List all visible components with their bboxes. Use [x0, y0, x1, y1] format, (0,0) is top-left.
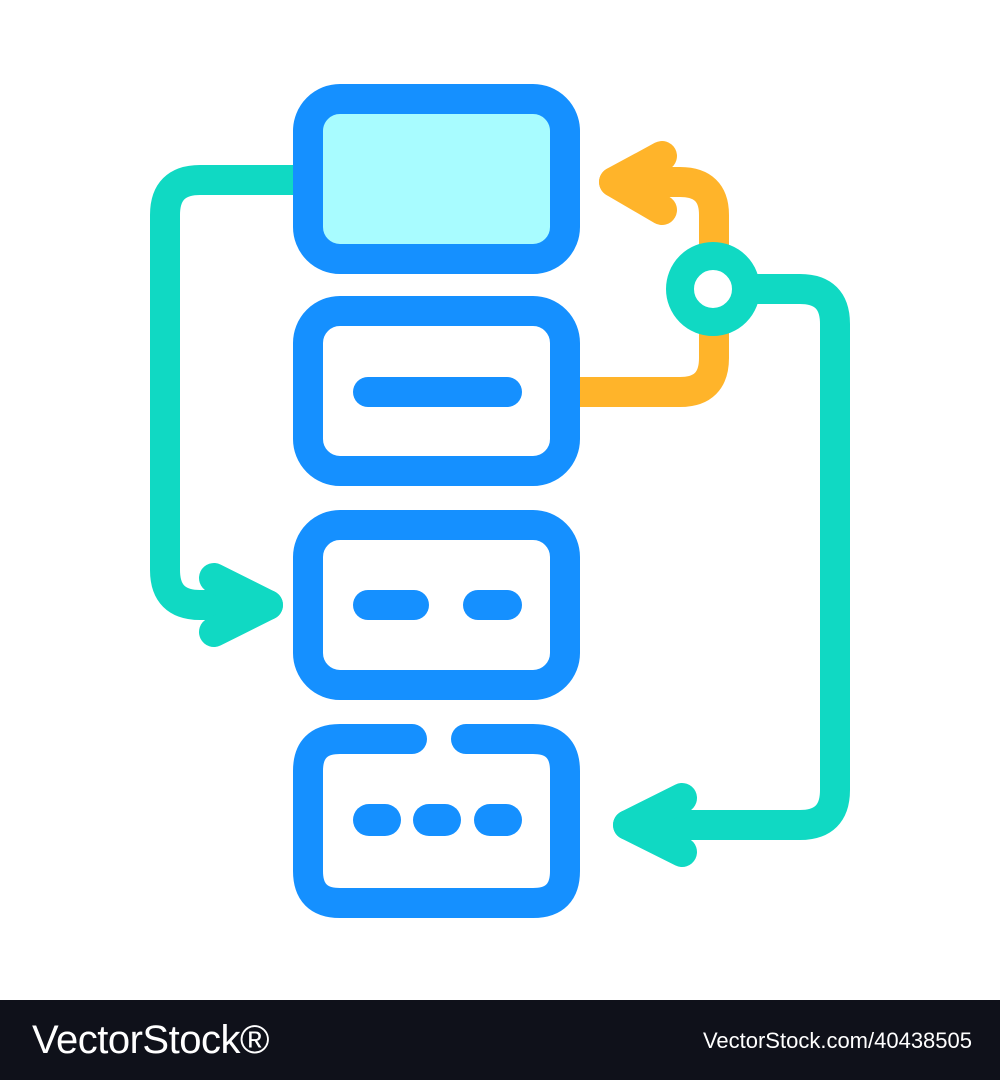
bottom-block [293, 724, 580, 918]
right-loop-arrow [613, 274, 850, 867]
second-block [293, 296, 580, 486]
watermark-footer: VectorStock® VectorStock.com/40438505 [0, 1000, 1000, 1080]
top-block [293, 84, 580, 274]
left-loop-arrow [150, 165, 311, 647]
stock-id-link[interactable]: VectorStock.com/40438505 [702, 1028, 972, 1053]
third-block [293, 510, 580, 700]
orange-branch-arrow [565, 141, 729, 407]
brand-logo[interactable]: VectorStock® [32, 1018, 269, 1062]
junction-node [666, 242, 760, 336]
workflow-diagram-illustration [150, 84, 850, 918]
